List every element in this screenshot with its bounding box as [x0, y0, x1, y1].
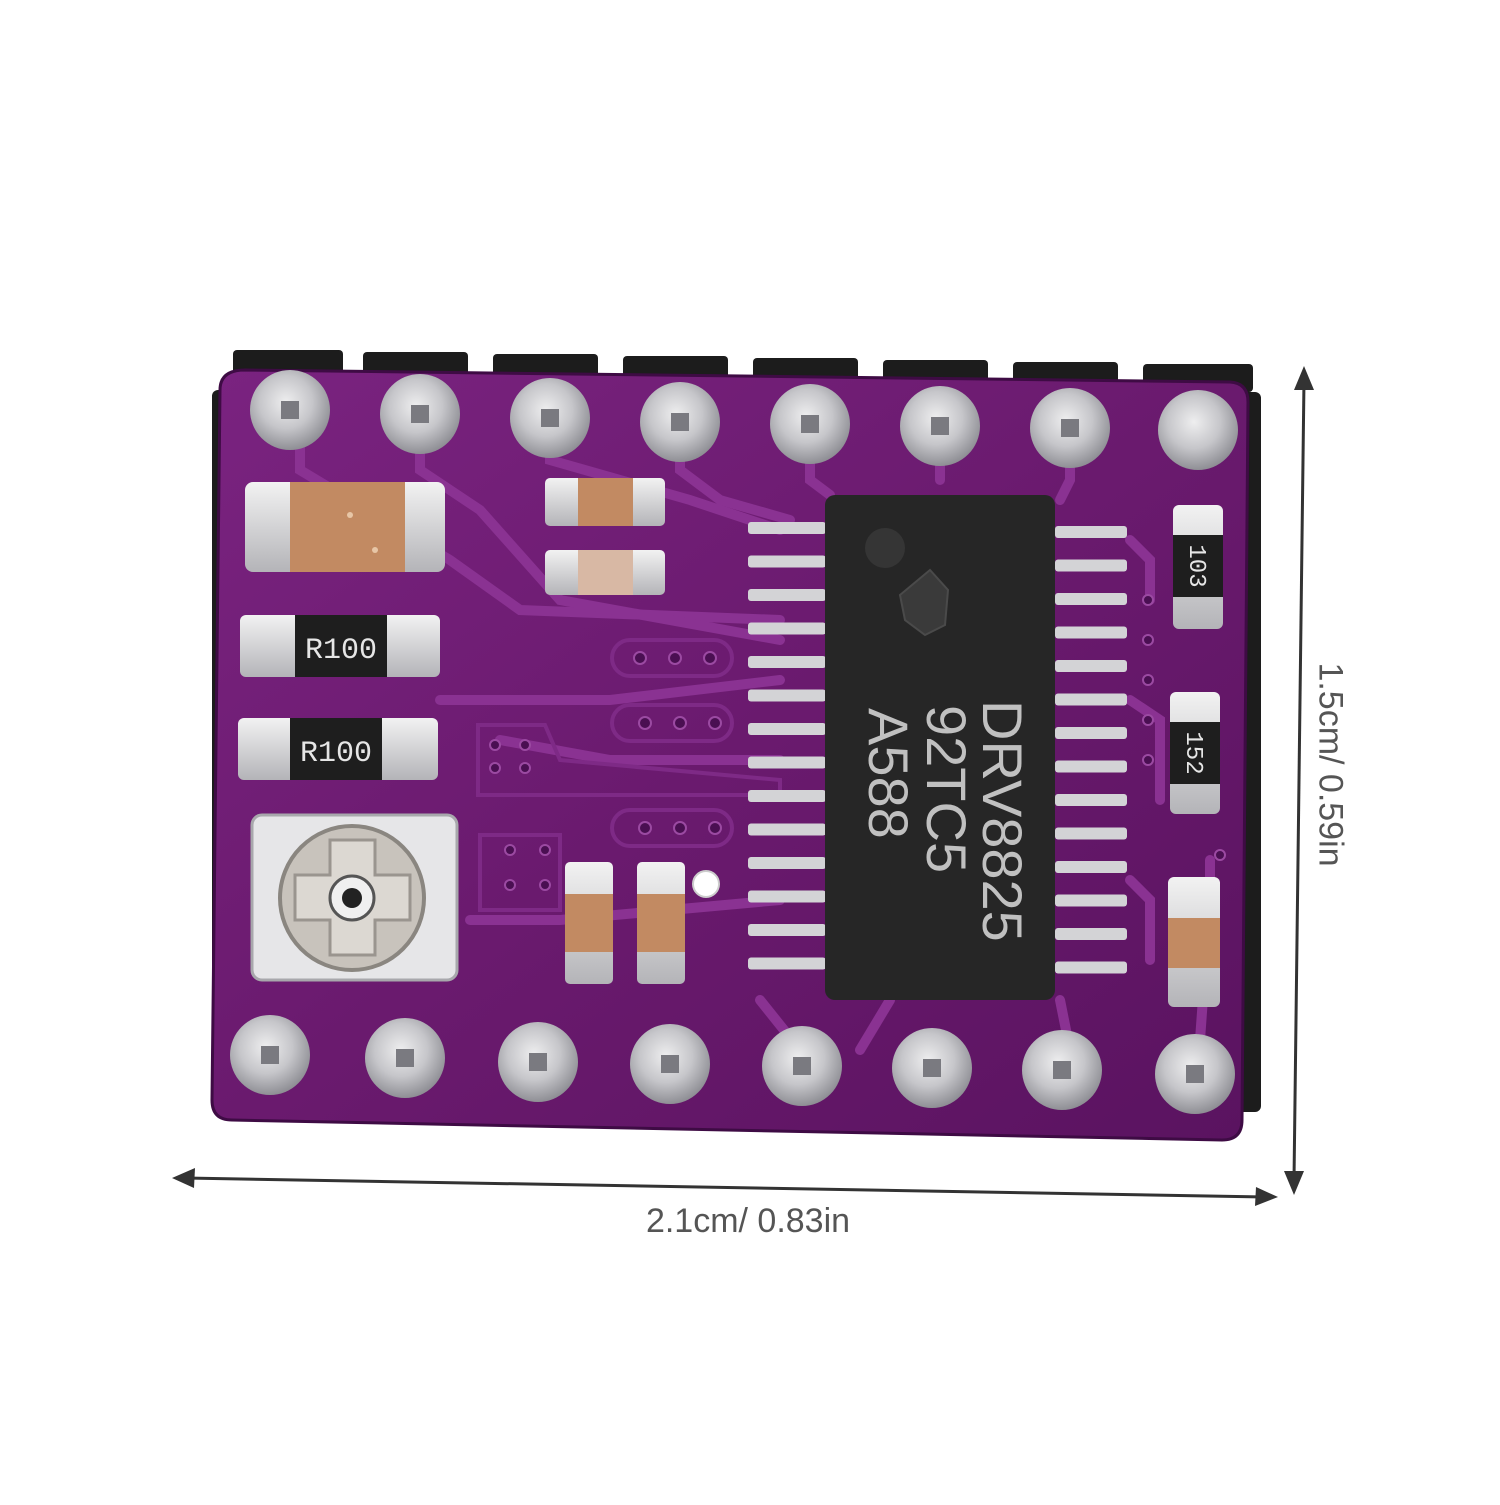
driver-chip — [825, 495, 1055, 1000]
chip-pin — [1055, 961, 1127, 974]
resistor-r100-2: R100 — [238, 718, 438, 780]
resistor-r100-1-label: R100 — [305, 634, 377, 668]
chip-pin — [1055, 626, 1127, 639]
chip-pin — [1055, 727, 1127, 739]
chip-pin — [748, 924, 826, 936]
chip-pin — [1055, 861, 1127, 873]
width-dimension-label: 2.1cm/ 0.83in — [645, 1202, 851, 1240]
chip-text-lines: DRV8825 92TC5 A588 — [857, 700, 1034, 942]
mounting-hole — [692, 870, 720, 898]
chip-pin — [1055, 693, 1127, 706]
chip-pin — [748, 555, 826, 568]
height-dimension-line — [1284, 366, 1314, 1195]
chip-pin — [1055, 794, 1127, 806]
resistor-r100-1: R100 — [240, 615, 440, 677]
chip-pin — [748, 823, 826, 836]
chip-line3: A588 — [857, 708, 920, 839]
chip-pin — [1055, 760, 1127, 773]
chip-pin — [748, 756, 826, 769]
chip-pins-left — [748, 522, 826, 970]
chip-pin — [748, 723, 826, 735]
chip-pins-right — [1055, 526, 1127, 974]
chip-pin — [748, 689, 826, 702]
width-dimension-line — [172, 1168, 1278, 1206]
chip-pin — [1055, 559, 1127, 572]
copper-pour-outlines — [476, 638, 782, 912]
vias — [489, 594, 1226, 891]
chip-line1: DRV8825 — [971, 700, 1034, 942]
chip-pin — [1055, 827, 1127, 840]
chip-pin — [1055, 894, 1127, 907]
large-capacitor — [245, 482, 445, 572]
resistor-r100-2-label: R100 — [300, 737, 372, 771]
potentiometer — [250, 813, 459, 982]
chip-pin — [748, 522, 826, 534]
chip-pin — [748, 790, 826, 802]
small-capacitor-bottom-1 — [565, 862, 613, 984]
capacitor-right — [1168, 877, 1220, 1007]
chip-pin — [748, 890, 826, 903]
bottom-header-pads — [230, 1015, 1235, 1114]
chip-pin — [1055, 593, 1127, 605]
chip-line2: 92TC5 — [915, 705, 978, 873]
chip-pin — [1055, 660, 1127, 672]
chip-pin — [1055, 526, 1127, 538]
resistor-103-label: 103 — [1182, 544, 1209, 587]
resistor-103: 103 — [1173, 505, 1223, 629]
small-capacitor-top — [545, 478, 665, 526]
small-capacitor-top-2 — [545, 550, 665, 595]
resistor-152: 152 — [1170, 692, 1220, 814]
resistor-152-label: 152 — [1179, 731, 1206, 774]
chip-pin — [1055, 928, 1127, 940]
chip-pin — [748, 957, 826, 970]
height-dimension-label: 1.5cm/ 0.59in — [1311, 662, 1350, 867]
small-capacitor-bottom-2 — [637, 862, 685, 984]
top-header-pads — [250, 370, 1238, 470]
chip-pin — [748, 857, 826, 869]
chip-pin — [748, 589, 826, 601]
chip-pin — [748, 656, 826, 668]
chip-pin — [748, 622, 826, 635]
